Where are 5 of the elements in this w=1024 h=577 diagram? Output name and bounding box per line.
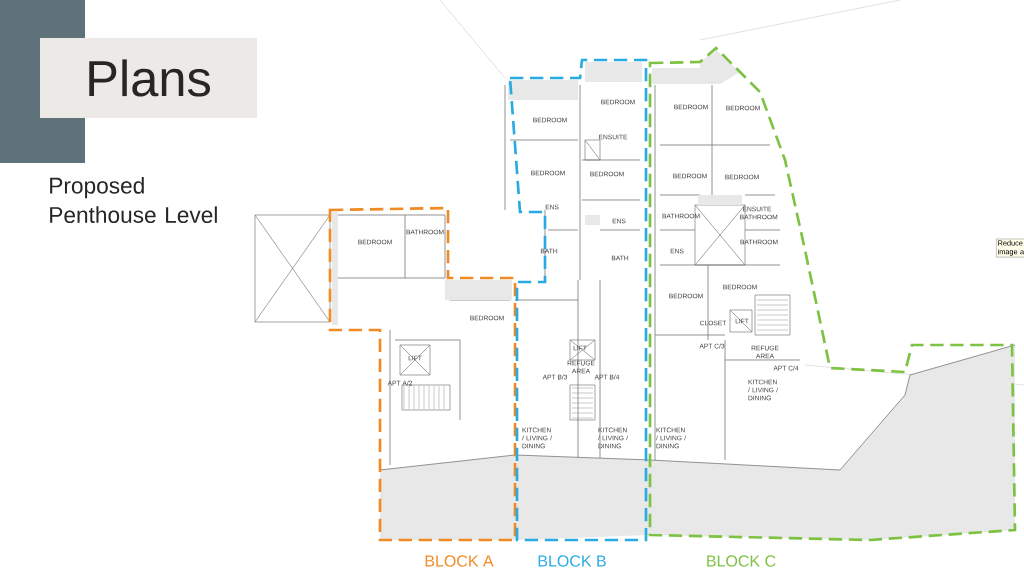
block-label: BLOCK B: [538, 555, 606, 567]
block-label: BLOCK A: [425, 555, 494, 567]
subtitle: Proposed Penthouse Level: [50, 177, 217, 223]
title-box: Plans: [40, 38, 257, 118]
block-label: BLOCK C: [707, 555, 776, 567]
